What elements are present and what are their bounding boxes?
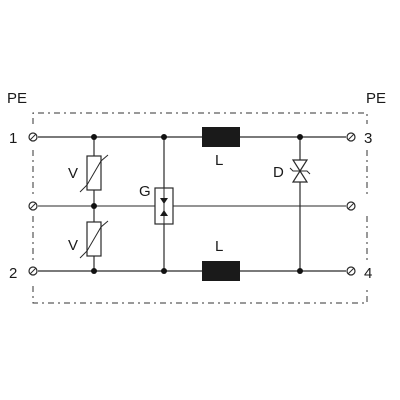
terminal-pe-left-icon <box>28 201 38 211</box>
terminal-4-label: 4 <box>364 265 372 282</box>
junction-dot <box>161 134 167 140</box>
pe-label-left: PE <box>7 90 27 107</box>
terminal-3-label: 3 <box>364 130 372 147</box>
varistor-top-icon <box>79 154 109 193</box>
inductor-top-label: L <box>215 152 223 169</box>
junction-dot <box>91 134 97 140</box>
inductor-bottom-label: L <box>215 238 223 255</box>
terminals <box>28 132 356 276</box>
terminal-2-label: 2 <box>9 265 17 282</box>
diode-label: D <box>273 164 284 181</box>
inductor-top <box>202 127 240 147</box>
junction-dot <box>91 268 97 274</box>
wires <box>38 136 346 272</box>
junction-dot <box>91 203 97 209</box>
varistor-top-label: V <box>68 165 78 182</box>
junction-dot <box>297 134 303 140</box>
terminal-1-icon <box>28 132 38 142</box>
pe-enclosure <box>32 112 368 304</box>
junction-dot <box>297 268 303 274</box>
junction-dot <box>161 268 167 274</box>
gas-discharge-tube-label: G <box>139 183 151 200</box>
pe-enclosure-bottom <box>32 286 368 304</box>
inductor-bottom <box>202 261 240 281</box>
varistor-bottom-label: V <box>68 237 78 254</box>
tvs-diode-icon <box>289 159 311 183</box>
terminal-1-label: 1 <box>9 130 17 147</box>
gas-discharge-tube-icon <box>154 187 174 225</box>
junction-dots <box>91 134 303 274</box>
pe-label-right: PE <box>366 90 386 107</box>
terminal-3-icon <box>346 132 356 142</box>
terminal-2-icon <box>28 266 38 276</box>
pe-enclosure-left-top <box>32 112 368 124</box>
varistor-bottom-icon <box>79 220 109 259</box>
terminal-4-icon <box>346 266 356 276</box>
terminal-pe-right-icon <box>346 201 356 211</box>
